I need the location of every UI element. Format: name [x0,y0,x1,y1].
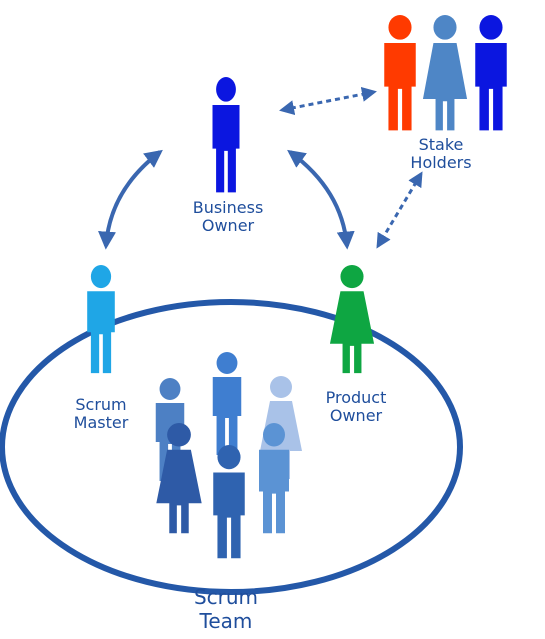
arrow-business-to-stakeholders [279,86,377,116]
arrow-business-to-product [287,149,355,250]
business-owner-person-icon [212,77,240,193]
arrow-stakeholders-to-product [376,171,423,249]
team-member-icon [213,445,245,559]
stakeholder-red-person-icon [384,15,416,131]
stakeholder-blue-person-icon [475,15,507,131]
arrow-business-to-master [98,149,163,250]
product-owner-person-icon [329,265,375,374]
product-owner-label: Product Owner [325,388,387,426]
scrum-team-label: Scrum Team [193,585,259,633]
stakeholder-woman-person-icon [422,15,468,131]
scrum-master-person-icon [87,265,115,374]
scrum-master-label: Scrum Master [73,395,129,433]
team-member-icon [212,352,242,455]
stake-holders-label: Stake Holders [410,135,472,173]
scrum-team-ellipse [0,299,463,595]
business-owner-label: Business Owner [192,198,264,236]
